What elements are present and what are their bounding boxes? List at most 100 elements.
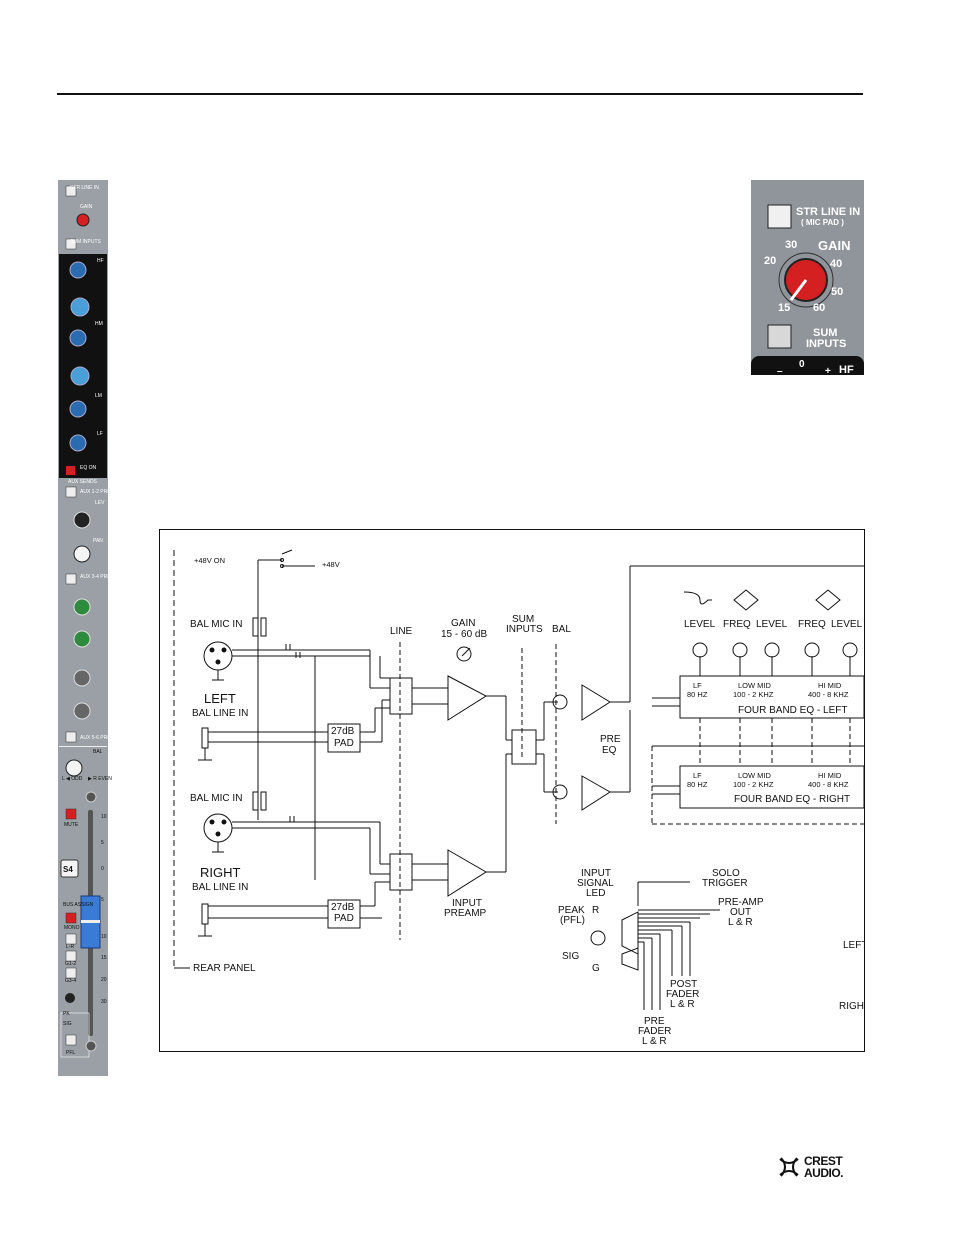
label-freq-1: FREQ [723, 619, 751, 630]
label-sum: SUM [512, 614, 535, 625]
g34-button [65, 967, 77, 979]
label-hi-mid-range-r: 400 - 8 KHZ [808, 780, 849, 789]
label-input: INPUT [452, 898, 482, 909]
lf-knob [69, 434, 87, 452]
strip-eq-on: EQ ON [80, 465, 97, 471]
strip-aux-sends: AUX SENDS [68, 479, 97, 485]
strip-hf: HF [97, 258, 104, 264]
label-post-fader-2: FADER [666, 989, 700, 1000]
strip-sig: SIG [63, 1021, 72, 1027]
str-line-in-button [65, 185, 77, 197]
label-hi-mid: HI MID [818, 681, 842, 690]
label-rear-panel: REAR PANEL [193, 963, 256, 974]
strip-str-line-in: STR LINE IN [70, 185, 99, 191]
block-diagram-lines [173, 549, 864, 1010]
logo-line1: CREST [804, 1154, 843, 1168]
detail-str-line-in: STR LINE IN [796, 206, 861, 218]
label-bal-mic-in-1: BAL MIC IN [190, 619, 243, 630]
label-preamp-out-3: L & R [728, 917, 753, 928]
lm-freq-knob [70, 366, 90, 386]
hm-freq-knob [70, 297, 90, 317]
detail-zero: 0 [799, 359, 805, 370]
crest-audio-logo: CREST AUDIO. [778, 1155, 864, 1179]
aux-pan-knob [73, 545, 91, 563]
gain-knob [76, 213, 90, 227]
hf-knob [69, 261, 87, 279]
label-lf-r: LF [693, 771, 702, 780]
strip-pan: PAN [93, 538, 103, 544]
label-bal-line-in-1: BAL LINE IN [192, 708, 249, 719]
label-pad-1a: 27dB [331, 726, 355, 737]
strip-lev: LEV [95, 500, 105, 506]
label-lf: LF [693, 681, 702, 690]
header-rule [57, 93, 863, 95]
detail-minus: – [777, 366, 783, 375]
label-gain: GAIN [451, 618, 476, 629]
fader-top-screw [85, 791, 97, 803]
detail-plus: + [825, 366, 831, 375]
label-peak: PEAK [558, 905, 585, 916]
aux56-button [65, 731, 77, 743]
fader-scale-m15: 15 [101, 955, 107, 961]
hm-knob [69, 329, 87, 347]
label-input-signal-led-3: LED [586, 888, 606, 899]
fader-scale-10: 10 [101, 814, 107, 820]
label-post-fader-3: L & R [670, 999, 695, 1010]
label-bal: BAL [552, 624, 571, 635]
fader-scale-m5: 5 [101, 897, 104, 903]
mono-button [65, 912, 77, 924]
fader-scale-0: 0 [101, 866, 104, 872]
strip-aux56: AUX 5-6 PRE [80, 735, 111, 741]
strip-channel-badge: S4 [63, 865, 73, 874]
aux-level-knob [73, 511, 91, 529]
strip-g12: G1-2 [65, 961, 77, 967]
detail-sum-inputs-button [767, 324, 792, 349]
aux5-knob [73, 669, 91, 687]
label-phantom: +48V [322, 560, 340, 569]
channel-badge [60, 859, 79, 878]
strip-sum-inputs: SUM INPUTS [70, 239, 101, 245]
fader-scale-m30: 30 [101, 999, 107, 1005]
detail-hf: HF [839, 364, 854, 375]
label-bal-mic-in-2: BAL MIC IN [190, 793, 243, 804]
label-pad-2a: 27dB [331, 902, 355, 913]
aux12-button [65, 486, 77, 498]
strip-lr: L-R [66, 944, 75, 950]
label-pre-fader-2: FADER [638, 1026, 672, 1037]
label-low-mid-range: 100 - 2 KHZ [733, 690, 774, 699]
block-diagram: +48V ON +48V BAL MIC IN LEFT BAL LINE IN… [159, 529, 865, 1052]
label-line: LINE [390, 626, 413, 637]
channel-strip-graphic [59, 185, 107, 1058]
g12-button [65, 950, 77, 962]
label-input-signal-led-2: SIGNAL [577, 878, 614, 889]
label-eq: EQ [602, 745, 617, 756]
detail-50: 50 [831, 286, 844, 298]
detail-gain: GAIN [818, 238, 851, 253]
strip-gain: GAIN [80, 204, 93, 210]
strip-lf: LF [97, 431, 103, 437]
label-phantom-on: +48V ON [194, 556, 226, 565]
logo-line2: AUDIO. [804, 1166, 844, 1180]
strip-hm: HM [95, 321, 103, 327]
eq-on-button [66, 466, 75, 475]
label-sig: SIG [562, 951, 580, 962]
lm-knob [69, 400, 87, 418]
label-level-3: LEVEL [831, 619, 863, 630]
label-r: R [592, 905, 600, 916]
lr-button [65, 933, 77, 945]
detail-40: 40 [830, 258, 843, 270]
label-left-out: LEFT [843, 940, 864, 951]
detail-15: 15 [778, 302, 791, 314]
detail-inputs: INPUTS [806, 338, 847, 350]
strip-pfl: PFL [66, 1050, 76, 1056]
channel-led [65, 993, 75, 1003]
strip-even: ▶ R EVEN [88, 776, 112, 782]
label-solo: SOLO [712, 868, 740, 879]
label-lf-hz: 80 HZ [687, 690, 708, 699]
label-freq-2: FREQ [798, 619, 826, 630]
aux3-knob [73, 598, 91, 616]
label-right: RIGHT [200, 865, 241, 880]
detail-str-line-in-button [767, 204, 792, 229]
strip-odd: L ◀ ODD [62, 776, 83, 782]
label-preamp: PREAMP [444, 908, 487, 919]
